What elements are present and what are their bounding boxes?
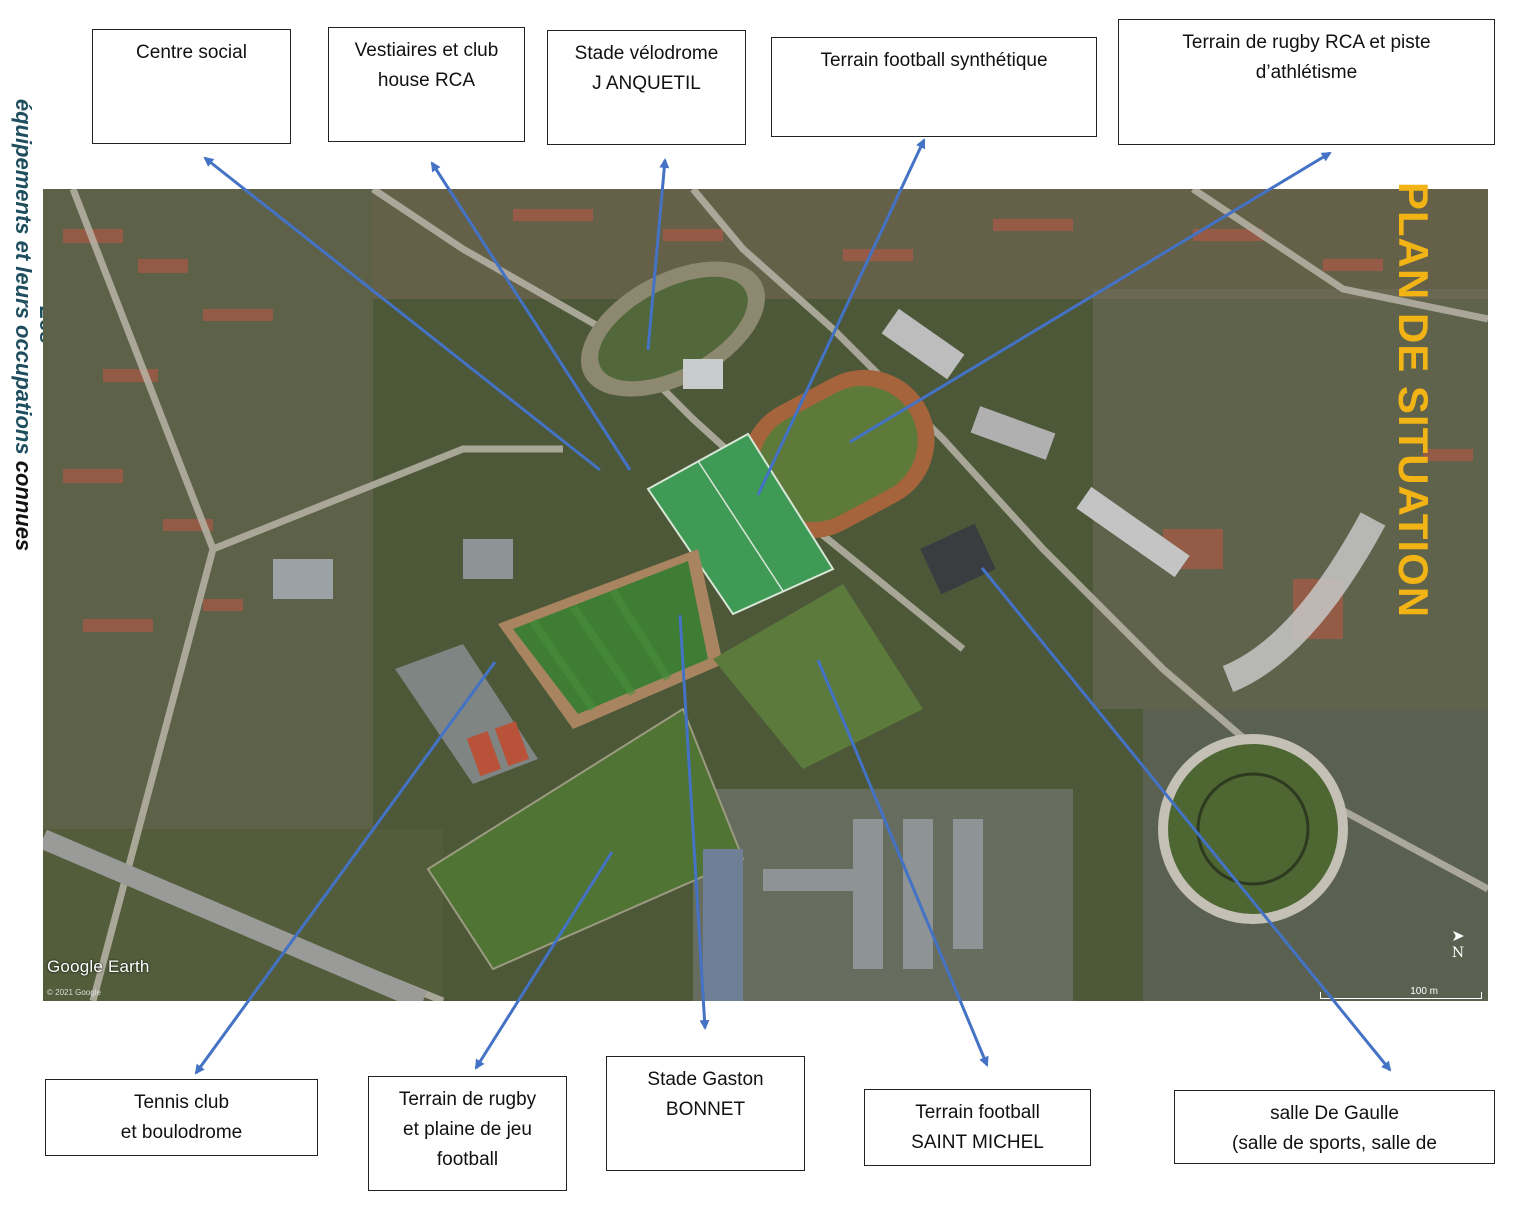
label-line: Terrain de rugby: [398, 1089, 537, 1110]
side-title-line2: équipements et leurs occupations connues: [11, 98, 36, 552]
label-saint-michel: Terrain football SAINT MICHEL: [864, 1089, 1091, 1166]
label-velodrome: Stade vélodrome J ANQUETIL: [547, 30, 746, 145]
north-indicator: ➤ N: [1448, 927, 1468, 973]
map-copyright: © 2021 Google: [47, 988, 101, 997]
label-line: Terrain football synthétique: [820, 50, 1048, 71]
label-line: salle De Gaulle: [1270, 1103, 1399, 1124]
label-tennis: Tennis club et boulodrome: [45, 1079, 318, 1156]
label-rugby-rca: Terrain de rugby RCA et piste d’athlétis…: [1118, 19, 1495, 145]
scale-bar: [1320, 992, 1482, 999]
label-line: et boulodrome: [120, 1122, 243, 1143]
label-line: Stade Gaston: [647, 1069, 764, 1090]
label-line: Stade vélodrome: [574, 43, 719, 64]
label-centre-social: Centre social: [92, 29, 291, 144]
google-earth-logo: Google Earth: [47, 957, 150, 976]
north-label: N: [1451, 945, 1465, 961]
scale-label: 100 m: [1410, 986, 1438, 997]
plan-title: PLAN DE SITUATION: [1378, 170, 1448, 630]
label-line: BONNET: [665, 1099, 746, 1120]
label-line: Vestiaires et club: [354, 40, 499, 61]
label-line: J ANQUETIL: [592, 73, 701, 94]
label-line: (salle de sports, salle de: [1232, 1133, 1437, 1154]
label-line: et plaine de jeu: [403, 1119, 532, 1140]
aerial-terrain: [43, 189, 1488, 1001]
label-line: Terrain football: [915, 1102, 1040, 1123]
north-arrow-icon: ➤: [1451, 926, 1465, 945]
label-line: Terrain de rugby RCA et piste: [1182, 32, 1431, 53]
label-line: house RCA: [377, 70, 476, 91]
label-line: Tennis club: [133, 1092, 230, 1113]
plan-title-text: PLAN DE SITUATION: [1390, 181, 1437, 619]
label-rugby-plaine: Terrain de rugby et plaine de jeu footba…: [368, 1076, 567, 1191]
label-de-gaulle: salle De Gaulle (salle de sports, salle …: [1174, 1090, 1495, 1164]
label-line: d’athlétisme: [1255, 62, 1358, 83]
label-line: SAINT MICHEL: [911, 1132, 1044, 1153]
label-gaston-bonnet: Stade Gaston BONNET: [606, 1056, 805, 1171]
side-title-line2-black: connues: [11, 460, 36, 552]
label-line: football: [436, 1149, 499, 1170]
label-line: Centre social: [136, 42, 247, 63]
label-vestiaires: Vestiaires et club house RCA: [328, 27, 525, 142]
label-foot-synthetique: Terrain football synthétique: [771, 37, 1097, 137]
side-title-line2-teal: équipements et leurs occupations: [11, 98, 36, 455]
aerial-map[interactable]: Google Earth © 2021 Google ➤ N 100 m: [43, 189, 1488, 1001]
